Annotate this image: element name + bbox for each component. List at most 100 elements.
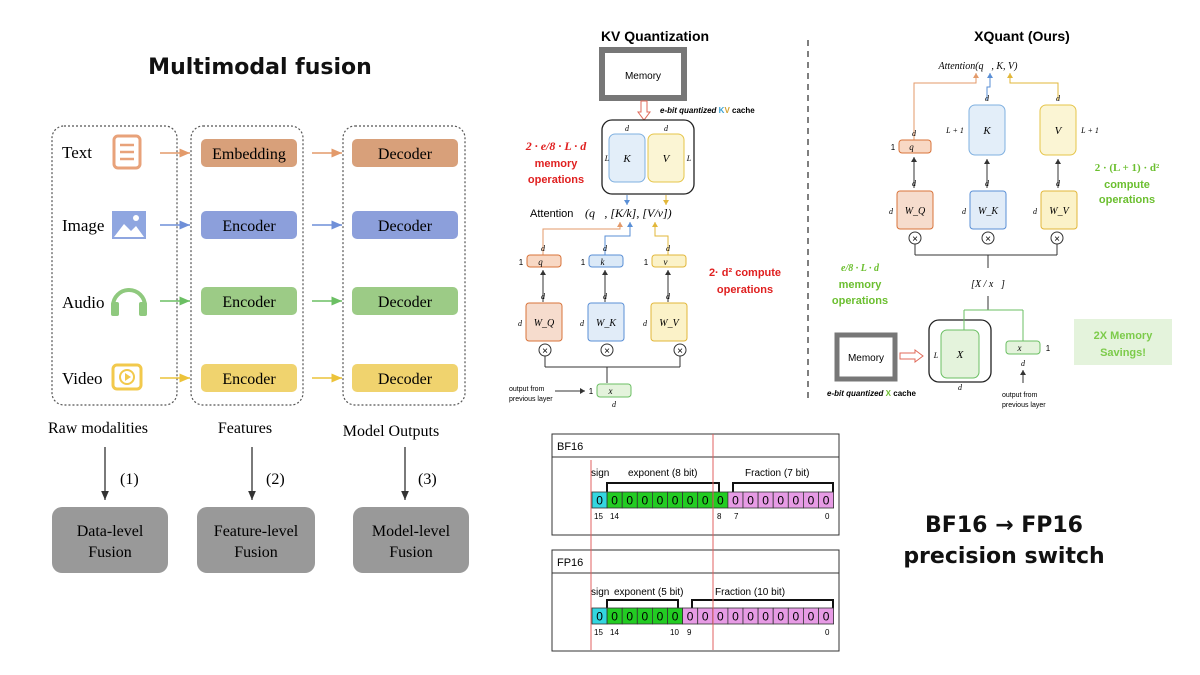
bf16-bit-value: 0 (808, 494, 815, 508)
kv-title: KV Quantization (601, 28, 709, 44)
xq-k-d: d (985, 94, 990, 103)
bf16-bit-value: 0 (793, 494, 800, 508)
bf16-exponent: exponent (8 bit) (628, 468, 698, 479)
fusion-box-model (353, 507, 469, 573)
fp16-name: FP16 (557, 557, 583, 569)
xq-output-from-1: output from (1002, 392, 1038, 399)
bf16-bit-value: 0 (596, 494, 603, 508)
decoder-box-0 (352, 139, 458, 167)
kv-output-from-2: previous layer (509, 396, 553, 403)
multimodal-diagram: Text Embedding Decoder Image Encoder Dec… (48, 125, 469, 573)
kv-cache-label-v: V (724, 106, 730, 115)
svg-text:×: × (542, 346, 548, 357)
fp16-bit-value: 0 (687, 610, 694, 624)
kv-cache-label-k: K (719, 106, 725, 115)
step-2: (2) (266, 471, 285, 488)
xq-k-l: L + 1 (945, 126, 964, 135)
fp16-bit-value: 0 (702, 610, 709, 624)
kv-k-l: L (604, 154, 610, 163)
bf16-idx-8: 8 (717, 512, 722, 521)
kv-cache-label-pre: e-bit quantized (660, 106, 719, 115)
bf16-bit-value: 0 (717, 494, 724, 508)
xq-q-one: 1 (891, 143, 896, 152)
bf16-bit-value: 0 (777, 494, 784, 508)
xq-v-symbol: V (1055, 125, 1063, 137)
xq-wq-symbol: W_Q (905, 206, 926, 217)
kv-v-block (647, 133, 685, 183)
kv-k-vector (588, 254, 624, 268)
kv-xquant-diagram: KV Quantization Memory e-bit quantized K… (509, 28, 1172, 409)
kv-k-vec-d: d (603, 244, 608, 253)
svg-text:×: × (1054, 234, 1060, 245)
fp16-bit-value: 0 (717, 610, 724, 624)
kv-v-vector (651, 254, 687, 268)
kv-wk-symbol: W_K (596, 318, 617, 329)
fp16-idx-15: 15 (594, 628, 603, 637)
fp16-bit-value: 0 (672, 610, 679, 624)
xq-wv-dl: d (1033, 207, 1038, 216)
bf16-bit-value: 0 (672, 494, 679, 508)
xq-wk-symbol: W_K (978, 206, 999, 217)
raw-modalities-frame (51, 125, 178, 406)
bf16-bit-value: 0 (732, 494, 739, 508)
xq-x-d: d (958, 383, 963, 392)
fp16-exponent: exponent (5 bit) (614, 587, 684, 598)
bf16-bit-value: 0 (823, 494, 830, 508)
xq-wq-block (896, 190, 934, 230)
xq-x-stack: [X / x⃗] (971, 279, 1005, 290)
kv-v-d: d (664, 124, 669, 133)
bf16-sign: sign (591, 468, 609, 479)
fp16-bit-value: 0 (762, 610, 769, 624)
bf16-bit-value: 0 (687, 494, 694, 508)
fusion-label-model-line1: Model-level (372, 523, 451, 540)
xq-k-symbol: K (982, 125, 991, 137)
bf16-idx-15: 15 (594, 512, 603, 521)
bf16-bit-value: 0 (626, 494, 633, 508)
kv-wv-dl: d (643, 319, 648, 328)
modality-label-audio: Audio (62, 293, 105, 312)
image-icon (112, 211, 146, 239)
precision-caption: BF16 → FP16 precision switch (880, 510, 1128, 572)
bf16-frac-bracket (732, 482, 834, 492)
xq-cache-x: X (886, 389, 892, 398)
kv-q-one: 1 (519, 258, 524, 267)
xq-wq-dl: d (889, 207, 894, 216)
feature-box-encoder-image (201, 211, 297, 239)
bf16-bit-value: 0 (642, 494, 649, 508)
decoder-label-1: Decoder (378, 218, 433, 235)
kv-compute-1: 2· d² compute (709, 267, 781, 279)
xq-memory-box (834, 332, 898, 382)
multimodal-title: Multimodal fusion (148, 55, 372, 80)
fp16-bit-value: 0 (611, 610, 618, 624)
kv-x-one: 1 (589, 387, 594, 396)
feature-label-3: Encoder (222, 371, 276, 388)
fp16-idx-14: 14 (610, 628, 619, 637)
fp16-idx-9: 9 (687, 628, 692, 637)
fusion-label-feature-line1: Feature-level (214, 523, 299, 540)
xquant-title: XQuant (Ours) (974, 28, 1070, 44)
feature-label-1: Encoder (222, 218, 276, 235)
xq-mem-formula: e/8 · L · d (841, 263, 880, 274)
xq-mem-1: memory (839, 279, 883, 291)
kv-memory-box (599, 47, 687, 101)
xquant-attention: Attention(q⃗, K, V) (938, 61, 1019, 72)
bf16-frame (551, 433, 840, 536)
document-icon (112, 134, 142, 170)
bf16-bit-value: 0 (747, 494, 754, 508)
xq-load-arrow (899, 349, 924, 363)
kv-wv-d: d (666, 292, 671, 301)
xq-v-block (1039, 104, 1077, 156)
xq-compute-1: compute (1104, 179, 1150, 191)
xq-cache-pre: e-bit quantized (827, 389, 886, 398)
xq-wk-d: d (985, 179, 990, 188)
column-label-raw: Raw modalities (48, 420, 148, 437)
kv-v-vec-symbol: v⃗ (664, 257, 675, 267)
xq-cache-label: e-bit quantized X cache (827, 389, 916, 398)
xq-v-l: L + 1 (1080, 126, 1099, 135)
xq-xvec-d: d (1021, 359, 1026, 368)
feature-box-encoder-video (201, 364, 297, 392)
kv-cache-label: e-bit quantized KV cache (660, 106, 755, 115)
bf16-bit-value: 0 (762, 494, 769, 508)
decoder-box-1 (352, 211, 458, 239)
